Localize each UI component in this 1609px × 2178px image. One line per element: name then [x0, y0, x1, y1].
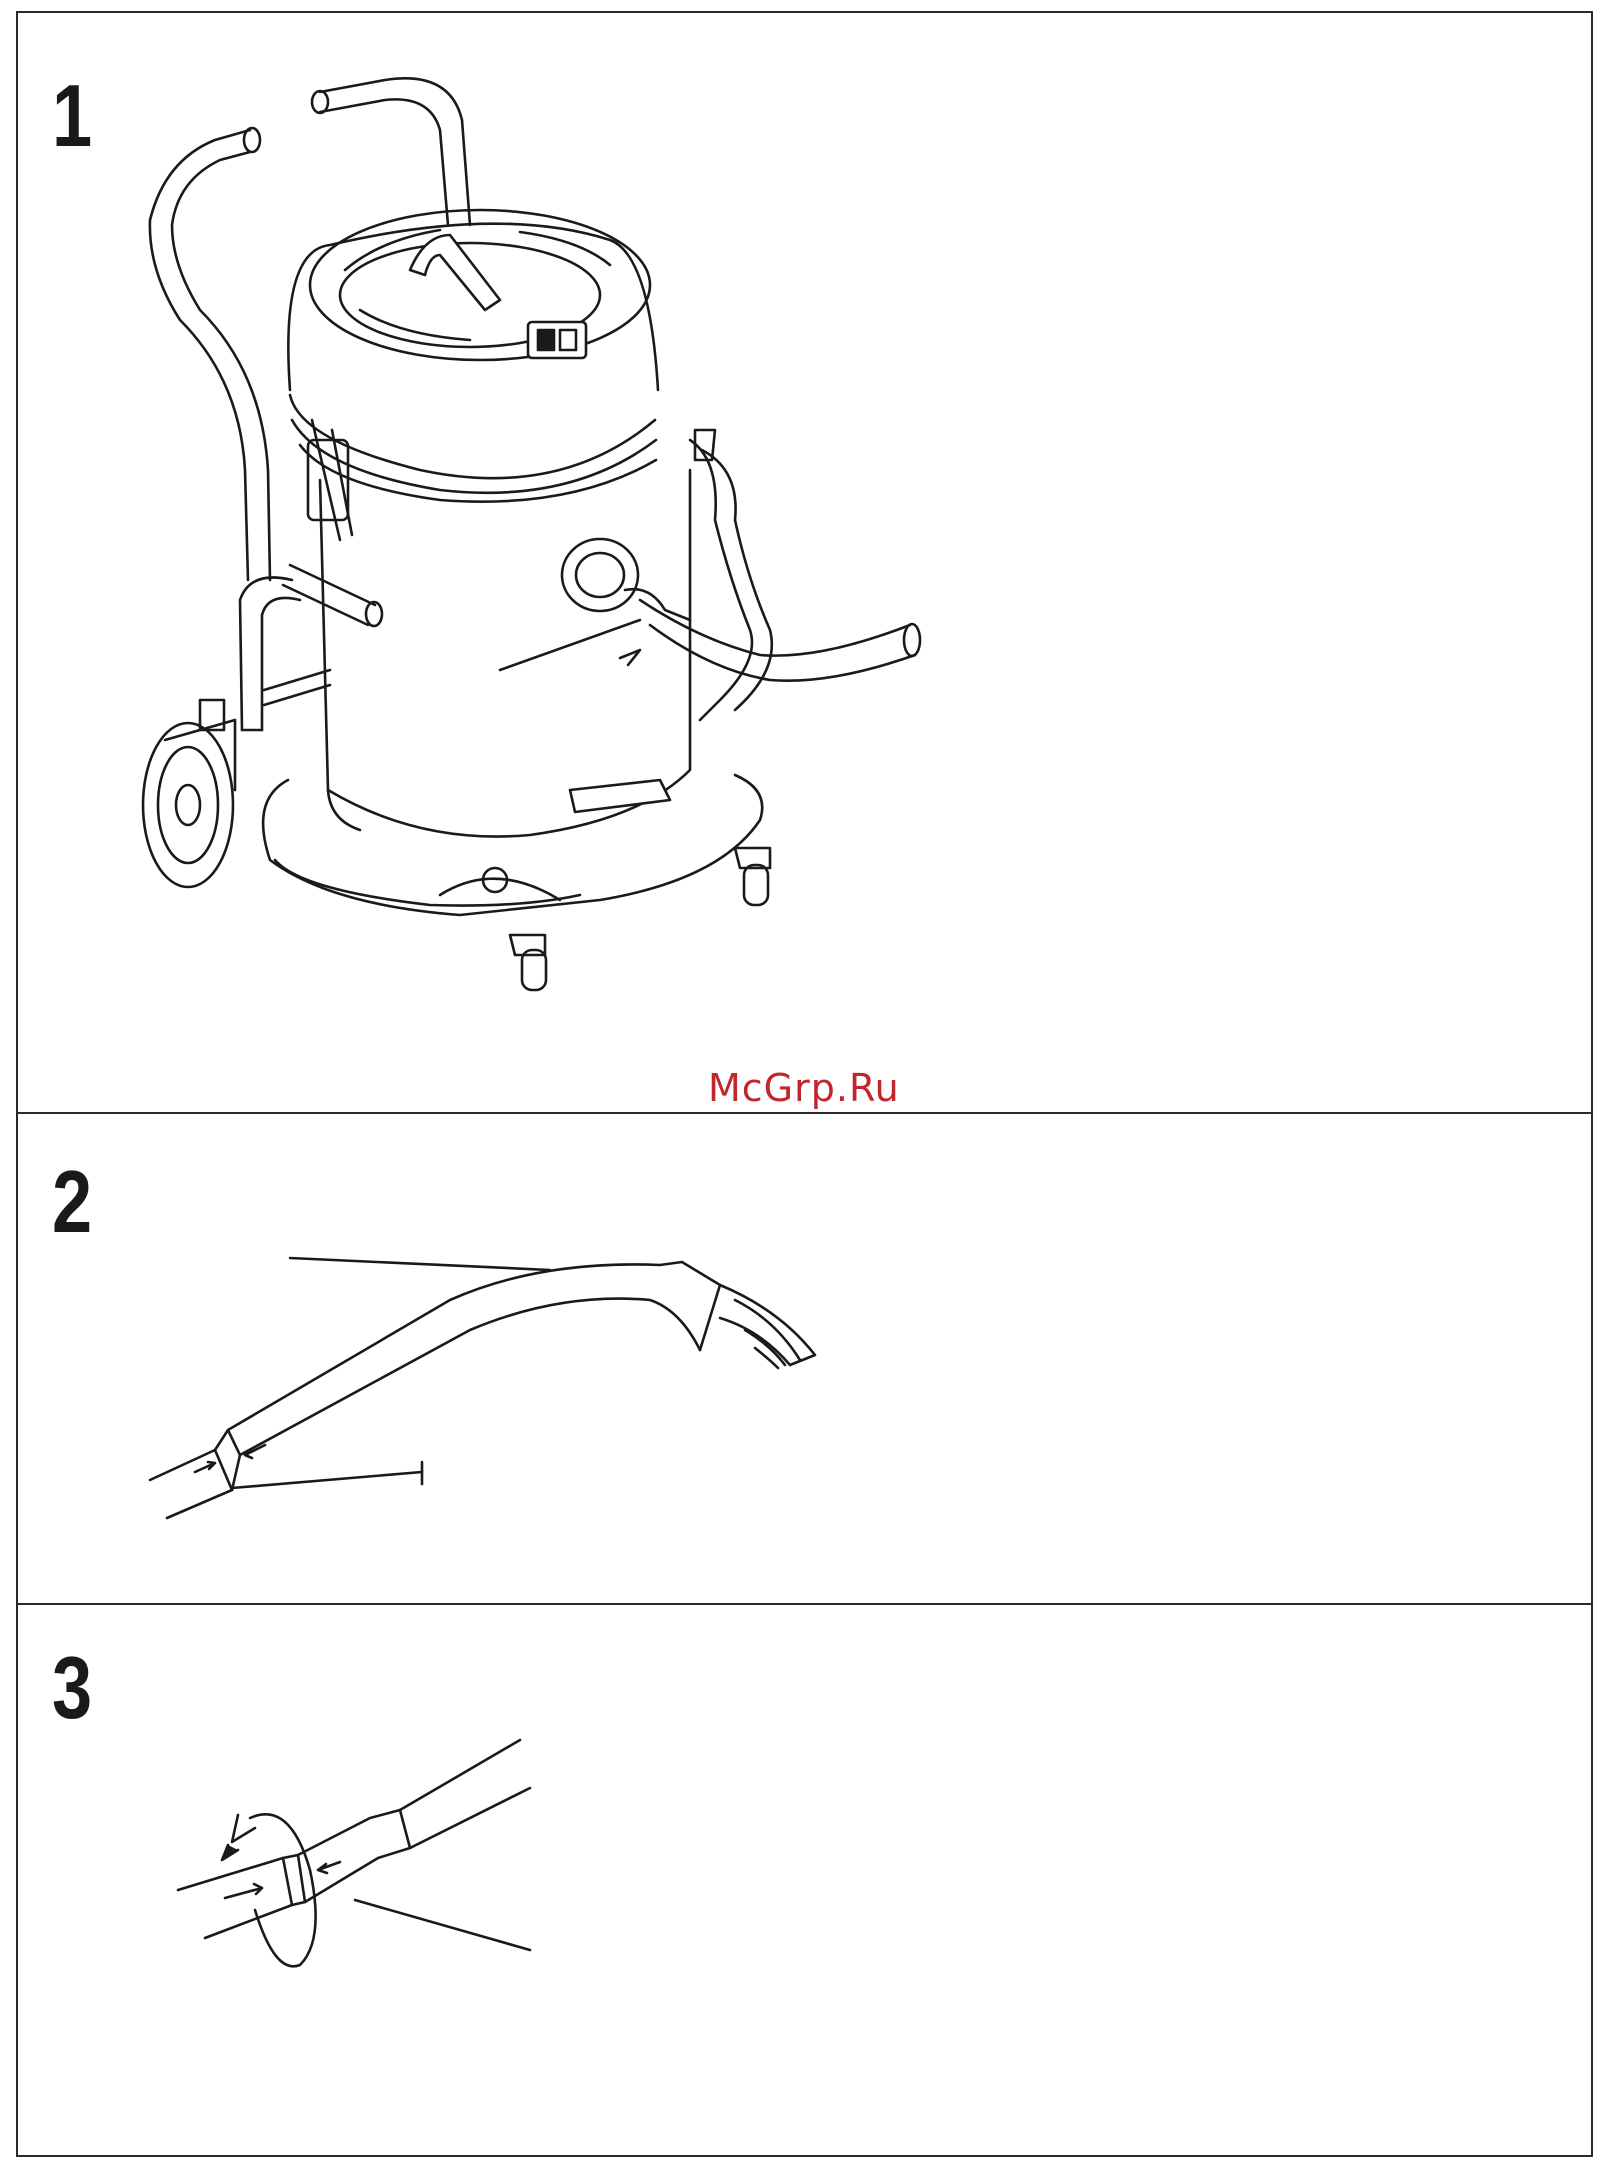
twist-lock-tubes [178, 1740, 530, 1938]
rotate-arrow-icon [222, 1814, 316, 1966]
callout-line [355, 1900, 530, 1950]
